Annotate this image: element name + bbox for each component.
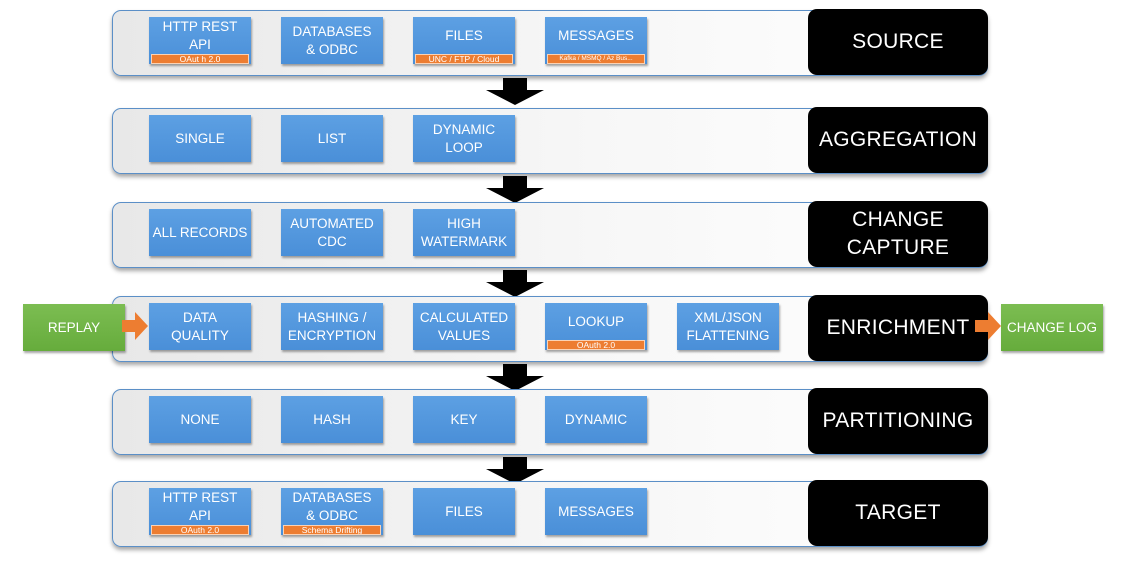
stage-item: ALL RECORDS bbox=[149, 209, 251, 256]
stage-title: TARGET bbox=[808, 480, 988, 546]
stage-item-label: FILES bbox=[445, 27, 483, 43]
stage-item-label: HTTP REST API bbox=[162, 489, 238, 523]
stage-item-tag: Kafka / MSMQ / Az Bus... bbox=[547, 54, 645, 64]
flow-arrow-icon bbox=[486, 270, 544, 297]
stage-row-3: DATA QUALITY HASHING / ENCRYPTION CALCULAT… bbox=[112, 295, 988, 362]
stage-item: DYNAMIC LOOP bbox=[413, 115, 515, 162]
stage-item-label: HTTP REST API bbox=[162, 18, 238, 52]
stage-item: SINGLE bbox=[149, 115, 251, 162]
flow-arrow-icon bbox=[486, 457, 544, 484]
stage-title: CHANGE CAPTURE bbox=[808, 201, 988, 267]
stage-row-5: HTTP REST API OAuth 2.0 DATABASES & ODBC Sc… bbox=[112, 480, 988, 547]
flow-arrow-icon bbox=[486, 78, 544, 105]
stage-item: DYNAMIC bbox=[545, 396, 647, 443]
stage-item: HTTP REST API OAuth 2.0 bbox=[149, 488, 251, 535]
stage-item-tag: OAuth 2.0 bbox=[151, 525, 249, 535]
stage-item: DATABASES & ODBC bbox=[281, 17, 383, 64]
stage-item: MESSAGES bbox=[545, 488, 647, 535]
stage-row-2: ALL RECORDS AUTOMATED CDC HIGH WATERMARK CH… bbox=[112, 201, 988, 268]
stage-item-label: DATABASES & ODBC bbox=[292, 489, 372, 523]
flow-arrow-icon bbox=[486, 176, 544, 203]
change-log-box: CHANGE LOG bbox=[1001, 304, 1103, 351]
stage-item-label: MESSAGES bbox=[558, 27, 634, 43]
stage-item-label: NONE bbox=[180, 411, 220, 427]
stage-item: DATABASES & ODBC Schema Drifting bbox=[281, 488, 383, 535]
replay-box: REPLAY bbox=[23, 304, 125, 351]
stage-item-label: LIST bbox=[317, 130, 347, 146]
stage-item-tag: UNC / FTP / Cloud bbox=[415, 54, 513, 64]
stage-title: AGGREGATION bbox=[808, 107, 988, 173]
stage-title: PARTITIONING bbox=[808, 388, 988, 454]
stage-item-label: DATABASES & ODBC bbox=[292, 23, 372, 57]
stage-item: NONE bbox=[149, 396, 251, 443]
replay-arrow-icon bbox=[122, 312, 148, 340]
stage-item-label: HASH bbox=[313, 411, 351, 427]
stage-title: ENRICHMENT bbox=[808, 295, 988, 361]
stage-row-1: SINGLE LIST DYNAMIC LOOP AGGREGATION bbox=[112, 107, 988, 174]
stage-item: DATA QUALITY bbox=[149, 303, 251, 350]
stage-item-label: XML/JSON FLATTENING bbox=[686, 309, 770, 343]
stage-item: HTTP REST API OAut h 2.0 bbox=[149, 17, 251, 64]
stage-item: FILES bbox=[413, 488, 515, 535]
change-log-arrow-icon bbox=[975, 312, 1001, 340]
stage-item-label: KEY bbox=[450, 411, 478, 427]
stage-item: LIST bbox=[281, 115, 383, 162]
stage-item: AUTOMATED CDC bbox=[281, 209, 383, 256]
stage-item: HASH bbox=[281, 396, 383, 443]
replay-label: REPLAY bbox=[47, 320, 101, 335]
stage-item: MESSAGES Kafka / MSMQ / Az Bus... bbox=[545, 17, 647, 64]
change-log-label: CHANGE LOG bbox=[1006, 320, 1098, 335]
stage-item-label: FILES bbox=[445, 503, 483, 519]
stage-item-label: SINGLE bbox=[175, 130, 225, 146]
stage-item: XML/JSON FLATTENING bbox=[677, 303, 779, 350]
stage-item: FILES UNC / FTP / Cloud bbox=[413, 17, 515, 64]
stage-item-label: HIGH WATERMARK bbox=[420, 215, 508, 249]
stage-title: SOURCE bbox=[808, 9, 988, 75]
stage-item: HASHING / ENCRYPTION bbox=[281, 303, 383, 350]
stage-item-label: LOOKUP bbox=[567, 313, 625, 329]
stage-item-label: HASHING / ENCRYPTION bbox=[287, 309, 377, 343]
stage-item: KEY bbox=[413, 396, 515, 443]
stage-item-label: DATA QUALITY bbox=[171, 309, 229, 343]
stage-item-tag: Schema Drifting bbox=[283, 525, 381, 535]
stage-item-tag: OAuth 2.0 bbox=[547, 340, 645, 350]
stage-item-label: DYNAMIC bbox=[564, 411, 628, 427]
stage-item: HIGH WATERMARK bbox=[413, 209, 515, 256]
stage-item-label: AUTOMATED CDC bbox=[290, 215, 374, 249]
stage-item-tag: OAut h 2.0 bbox=[151, 54, 249, 64]
stage-item-label: MESSAGES bbox=[558, 503, 634, 519]
stage-item-label: ALL RECORDS bbox=[152, 224, 248, 240]
flow-arrow-icon bbox=[486, 364, 544, 391]
stage-item: CALCULATED VALUES bbox=[413, 303, 515, 350]
stage-row-4: NONE HASH KEY DYNAMIC PARTITIONING bbox=[112, 388, 988, 455]
stage-row-0: HTTP REST API OAut h 2.0 DATABASES & ODBC F… bbox=[112, 9, 988, 76]
stage-item-label: DYNAMIC LOOP bbox=[432, 121, 496, 155]
stage-item: LOOKUP OAuth 2.0 bbox=[545, 303, 647, 350]
stage-item-label: CALCULATED VALUES bbox=[419, 309, 509, 343]
